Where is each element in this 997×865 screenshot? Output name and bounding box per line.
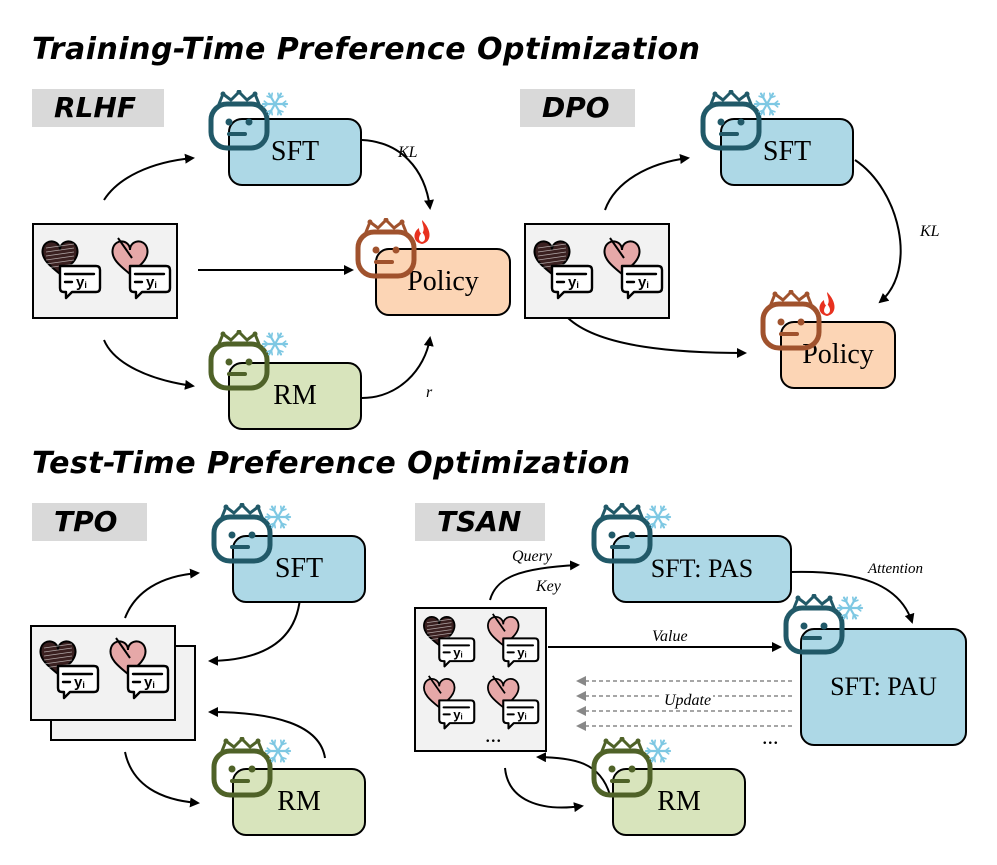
dpo-tag: DPO — [520, 89, 635, 127]
rlhf-r-label: r — [426, 384, 433, 401]
tsan-pile-ellipsis: ... — [485, 722, 502, 747]
rlhf-arrow-data-to-sft — [103, 153, 195, 201]
dpo-sft-robot-icon — [700, 90, 781, 151]
tsan-response-icon-2: yi — [487, 613, 540, 668]
rlhf-kl-label: KL — [398, 144, 418, 161]
svg-text:yi: yi — [517, 707, 526, 722]
rlhf-arrow-data-to-rm — [103, 339, 195, 390]
svg-text:yi: yi — [517, 645, 526, 660]
rlhf-rm-box: RM — [228, 362, 362, 430]
rlhf-rejected-response-icon: yi — [111, 237, 172, 300]
rlhf-sft-robot-icon — [208, 90, 289, 151]
tsan-arrow-rm-to-pile — [536, 752, 611, 796]
training-section-title: Training-Time Preference Optimization — [32, 32, 701, 67]
dpo-arrow-data-to-policy — [567, 317, 747, 358]
tsan-query-label: Query — [512, 548, 552, 565]
tsan-tag: TSAN — [415, 503, 545, 541]
dpo-rejected-response-icon: yi — [603, 237, 664, 300]
rlhf-policy-box: Policy — [375, 248, 511, 316]
tsan-attention-label: Attention — [868, 561, 923, 577]
tsan-arrow-pas-to-pau — [789, 570, 915, 624]
rlhf-arrow-rm-r — [361, 336, 434, 399]
tpo-rm-box: RM — [232, 768, 366, 836]
tpo-sft-robot-icon — [211, 503, 292, 564]
tsan-update-ellipsis: ... — [762, 724, 779, 749]
svg-text:yi: yi — [74, 674, 85, 691]
tpo-arrow-pile-to-rm — [124, 751, 200, 808]
dpo-arrow-sft-kl — [854, 159, 902, 304]
tsan-arrow-pile-to-pas — [489, 560, 580, 601]
svg-text:yi: yi — [146, 274, 157, 291]
svg-text:yi: yi — [453, 645, 462, 660]
rlhf-tag: RLHF — [32, 89, 164, 127]
rlhf-rm-robot-icon — [208, 330, 289, 391]
tsan-pau-box: SFT: PAU — [800, 628, 967, 746]
dpo-sft-box: SFT — [720, 118, 854, 186]
tsan-pas-robot-icon — [591, 503, 672, 564]
tpo-rm-robot-icon — [211, 737, 292, 798]
dpo-kl-label: KL — [920, 223, 940, 240]
tsan-arrow-pile-to-rm — [504, 767, 584, 813]
tpo-rejected-response-icon: yi — [109, 637, 170, 700]
tsan-response-icon-4: yi — [487, 675, 540, 730]
svg-text:yi: yi — [638, 274, 649, 291]
svg-text:yi: yi — [76, 274, 87, 291]
tsan-response-icon-1: yi — [423, 616, 476, 668]
tpo-arrow-rm-to-pile — [208, 707, 326, 759]
svg-text:yi: yi — [568, 274, 579, 291]
tpo-tag: TPO — [32, 503, 147, 541]
tsan-update-label: Update — [662, 692, 714, 710]
tsan-key-label: Key — [536, 578, 561, 595]
tsan-pas-box: SFT: PAS — [612, 535, 792, 603]
rlhf-sft-box: SFT — [228, 118, 362, 186]
svg-text:yi: yi — [453, 707, 462, 722]
tsan-rm-robot-icon — [591, 737, 672, 798]
rlhf-arrow-sft-kl — [361, 139, 434, 210]
rlhf-policy-robot-icon — [355, 218, 430, 279]
svg-text:yi: yi — [144, 674, 155, 691]
tsan-value-label: Value — [652, 628, 688, 645]
testtime-section-title: Test-Time Preference Optimization — [32, 446, 631, 481]
rlhf-chosen-response-icon: yi — [41, 240, 102, 300]
tpo-arrow-sft-to-pile — [208, 597, 301, 666]
tpo-sft-box: SFT — [232, 535, 366, 603]
tpo-arrow-pile-to-sft — [124, 568, 200, 619]
dpo-chosen-response-icon: yi — [533, 240, 594, 300]
tsan-rm-box: RM — [612, 768, 746, 836]
dpo-arrow-data-to-sft — [604, 154, 690, 211]
tsan-pau-robot-icon — [783, 594, 864, 655]
dpo-policy-box: Policy — [780, 321, 896, 389]
dpo-policy-robot-icon — [760, 290, 835, 351]
tpo-chosen-response-icon: yi — [39, 640, 100, 700]
tsan-response-icon-3: yi — [423, 675, 476, 730]
